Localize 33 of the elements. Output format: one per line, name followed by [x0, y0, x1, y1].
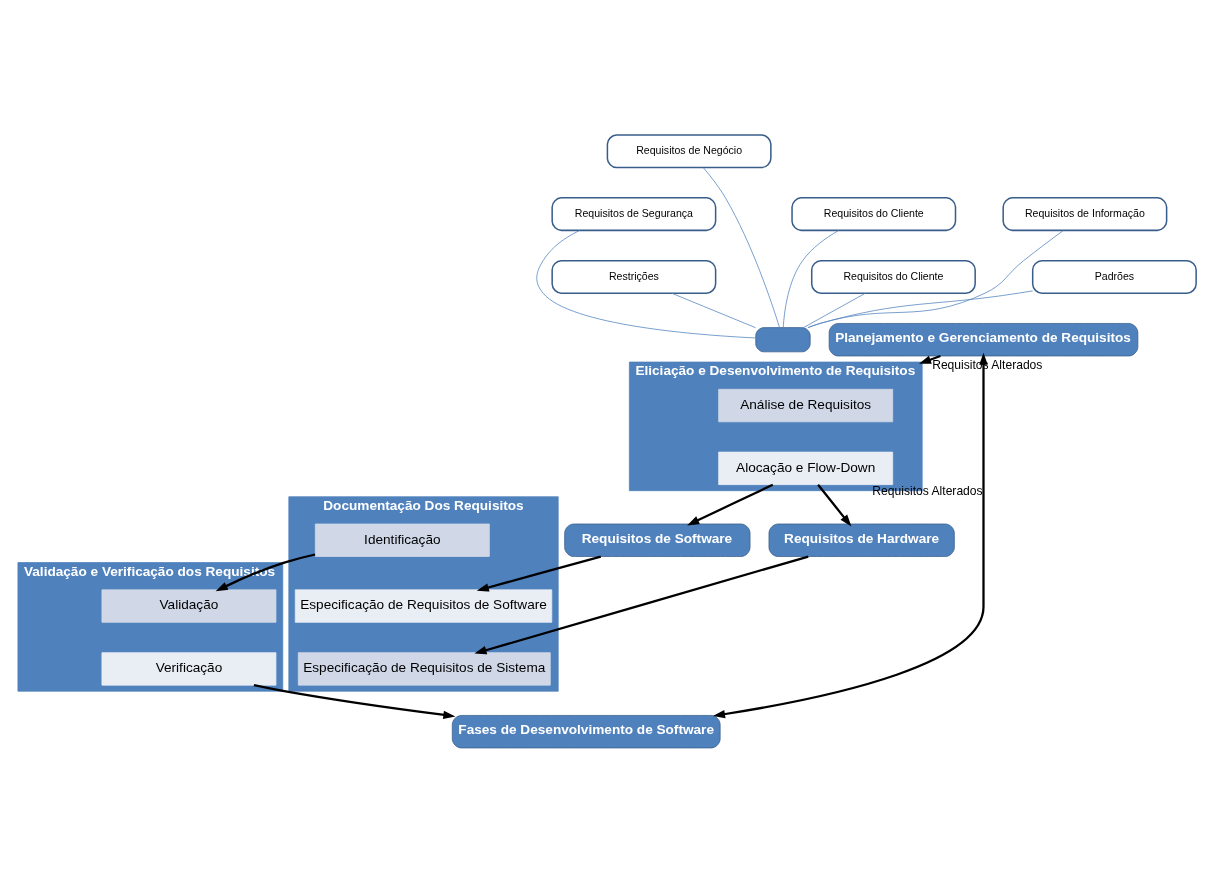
arrow [474, 555, 809, 655]
node-box: Requisitos de Negócio [606, 134, 772, 169]
connector [703, 167, 780, 328]
node-box: Requisitos de Segurança [551, 197, 717, 232]
node-box: Requisitos do Cliente [791, 197, 957, 232]
arrow [918, 355, 941, 364]
node-box: Planejamento e Gerenciamento de Requisitos [828, 323, 1139, 357]
arrow [712, 352, 988, 719]
connector [671, 292, 756, 329]
node-box: Requisitos de Informação [1002, 197, 1168, 232]
node-box: Análise de Requisitos [718, 388, 894, 423]
node-box: Alocação e Flow-Down [718, 451, 894, 485]
arrow [253, 684, 456, 720]
node-dome [755, 327, 811, 353]
connector [782, 230, 839, 328]
node-box: Fases de Desenvolvimento de Software [451, 715, 721, 749]
connector [803, 292, 866, 328]
node-box: Verificação [101, 652, 277, 686]
arrow [817, 484, 852, 527]
arrow [687, 483, 774, 526]
node-box: Validação [101, 589, 277, 623]
connector [536, 230, 756, 339]
node-box: Identificação [314, 523, 490, 557]
connector [807, 230, 1064, 328]
node-box: Padrões [1031, 259, 1197, 294]
node-box: Requisitos do Cliente [810, 259, 976, 294]
node-box: Especificação de Requisitos de Software [294, 589, 553, 623]
node-box: Requisitos de Software [564, 523, 751, 557]
node-box: Requisitos de Hardware [768, 523, 955, 557]
node-box: Restrições [551, 259, 717, 294]
connector [807, 290, 1033, 328]
node-box: Especificação de Requisitos de Sistema [297, 652, 551, 686]
arrow [476, 555, 602, 592]
